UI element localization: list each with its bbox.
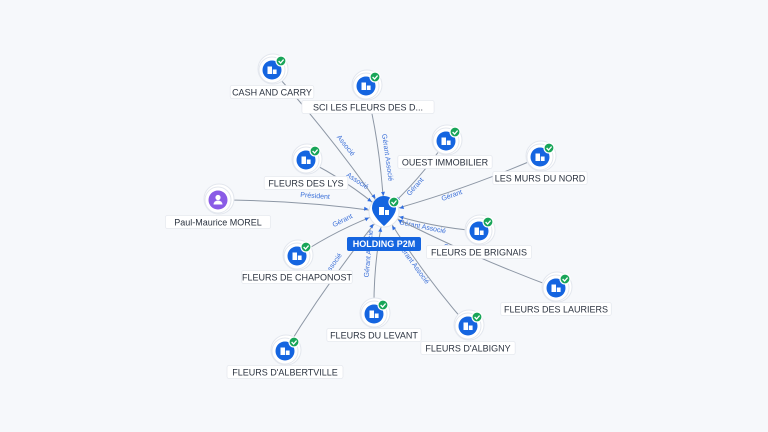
node-lys[interactable]: FLEURS DES LYS — [263, 143, 349, 190]
node-label: FLEURS DES LYS — [268, 179, 343, 189]
edge-arrow — [364, 206, 369, 211]
edge-arrow — [364, 217, 369, 222]
node-albigny[interactable]: FLEURS D'ALBIGNY — [420, 309, 516, 355]
node-albertville[interactable]: FLEURS D'ALBERTVILLE — [226, 334, 344, 379]
company-building-icon — [301, 156, 311, 164]
node-label-bg — [301, 100, 435, 114]
check-mark — [303, 245, 310, 250]
check-mark — [380, 303, 387, 308]
node-lauriers[interactable]: FLEURS DES LAURIERS — [500, 271, 612, 316]
company-building-icon — [361, 82, 371, 90]
node-label: FLEURS D'ALBERTVILLE — [232, 368, 338, 378]
node-label-bg — [492, 171, 588, 185]
node-label: Paul-Maurice MOREL — [174, 218, 262, 228]
node-label-bg — [326, 328, 422, 342]
edge-morel: Président — [217, 192, 385, 213]
node-label: FLEURS DE BRIGNAIS — [431, 248, 527, 258]
check-mark — [312, 149, 319, 154]
node-label: FLEURS DE CHAPONOST — [242, 273, 353, 283]
node-label: FLEURS DU LEVANT — [330, 331, 418, 341]
verified-check-icon — [288, 336, 300, 348]
center-label: HOLDING P2M — [353, 239, 416, 249]
company-building-icon — [369, 310, 379, 318]
edge-label: Gérant — [332, 213, 354, 229]
edge-arrow — [371, 193, 376, 199]
node-label-bg — [420, 341, 516, 355]
node-chaponost[interactable]: FLEURS DE CHAPONOST — [241, 239, 353, 284]
node-label-bg — [263, 176, 349, 190]
node-label-bg — [241, 270, 353, 284]
company-building-icon — [292, 252, 302, 260]
check-mark — [391, 200, 397, 205]
verified-check-icon — [388, 196, 400, 208]
node-brignais[interactable]: FLEURS DE BRIGNAIS — [425, 214, 532, 259]
verified-check-icon — [449, 126, 461, 138]
check-mark — [291, 340, 298, 345]
person-icon — [213, 194, 223, 205]
check-mark — [278, 59, 285, 64]
company-building-icon — [280, 347, 290, 355]
node-morel[interactable]: Paul-Maurice MOREL — [164, 183, 271, 229]
edge-line — [217, 199, 385, 213]
node-label: FLEURS DES LAURIERS — [504, 305, 608, 315]
verified-check-icon — [482, 216, 494, 228]
company-building-icon — [463, 322, 473, 330]
node-label: LES MURS DU NORD — [495, 174, 586, 184]
center-label-bg — [347, 237, 421, 251]
edge-arrow — [392, 225, 397, 231]
edge-arrow — [397, 219, 403, 224]
verified-check-icon — [377, 299, 389, 311]
node-label: CASH AND CARRY — [232, 88, 312, 98]
edge-label: Président — [300, 192, 330, 201]
node-levant[interactable]: FLEURS DU LEVANT — [326, 297, 422, 342]
verified-check-icon — [559, 273, 571, 285]
node-label-bg — [226, 365, 344, 379]
node-cash[interactable]: CASH AND CARRY — [229, 53, 315, 99]
verified-check-icon — [543, 142, 555, 154]
check-mark — [452, 130, 459, 135]
center-node[interactable]: HOLDING P2M — [347, 196, 421, 251]
check-mark — [474, 315, 481, 320]
check-mark — [562, 277, 569, 282]
node-label: OUEST IMMOBILIER — [402, 158, 489, 168]
edge-label: Associé — [335, 134, 356, 158]
node-label-bg — [500, 302, 612, 316]
verified-check-icon — [369, 71, 381, 83]
edge-label: Gérant Associé — [380, 134, 394, 182]
node-sci[interactable]: SCI LES FLEURS DES D... — [301, 69, 435, 114]
check-mark — [485, 220, 492, 225]
edge-label: Gérant Associé — [398, 219, 446, 235]
edge-arrow — [367, 197, 372, 202]
verified-check-icon — [300, 241, 312, 253]
node-label-bg — [397, 155, 493, 169]
node-ouest[interactable]: OUEST IMMOBILIER — [397, 124, 493, 169]
edge-arrow — [380, 191, 385, 196]
check-mark — [546, 146, 553, 151]
node-label-bg — [164, 215, 271, 229]
node-label-bg — [229, 85, 315, 99]
node-murs[interactable]: LES MURS DU NORD — [492, 140, 588, 185]
edge-label: Gérant Associé — [364, 230, 376, 278]
company-building-icon — [535, 153, 545, 161]
company-building-icon — [474, 227, 484, 235]
node-label: FLEURS D'ALBIGNY — [425, 344, 510, 354]
edge-arrow — [399, 215, 404, 220]
verified-check-icon — [471, 311, 483, 323]
company-building-icon — [441, 137, 451, 145]
company-building-icon — [267, 66, 277, 74]
edge-arrow — [378, 227, 383, 232]
company-building-icon — [551, 284, 561, 292]
node-label: SCI LES FLEURS DES D... — [313, 103, 423, 113]
edge-line — [383, 211, 469, 327]
node-label-bg — [425, 245, 532, 259]
verified-check-icon — [309, 145, 321, 157]
company-building-icon — [379, 207, 389, 215]
verified-check-icon — [275, 55, 287, 67]
check-mark — [372, 75, 379, 80]
edge-arrow — [399, 205, 405, 209]
edge-arrow — [369, 223, 374, 229]
